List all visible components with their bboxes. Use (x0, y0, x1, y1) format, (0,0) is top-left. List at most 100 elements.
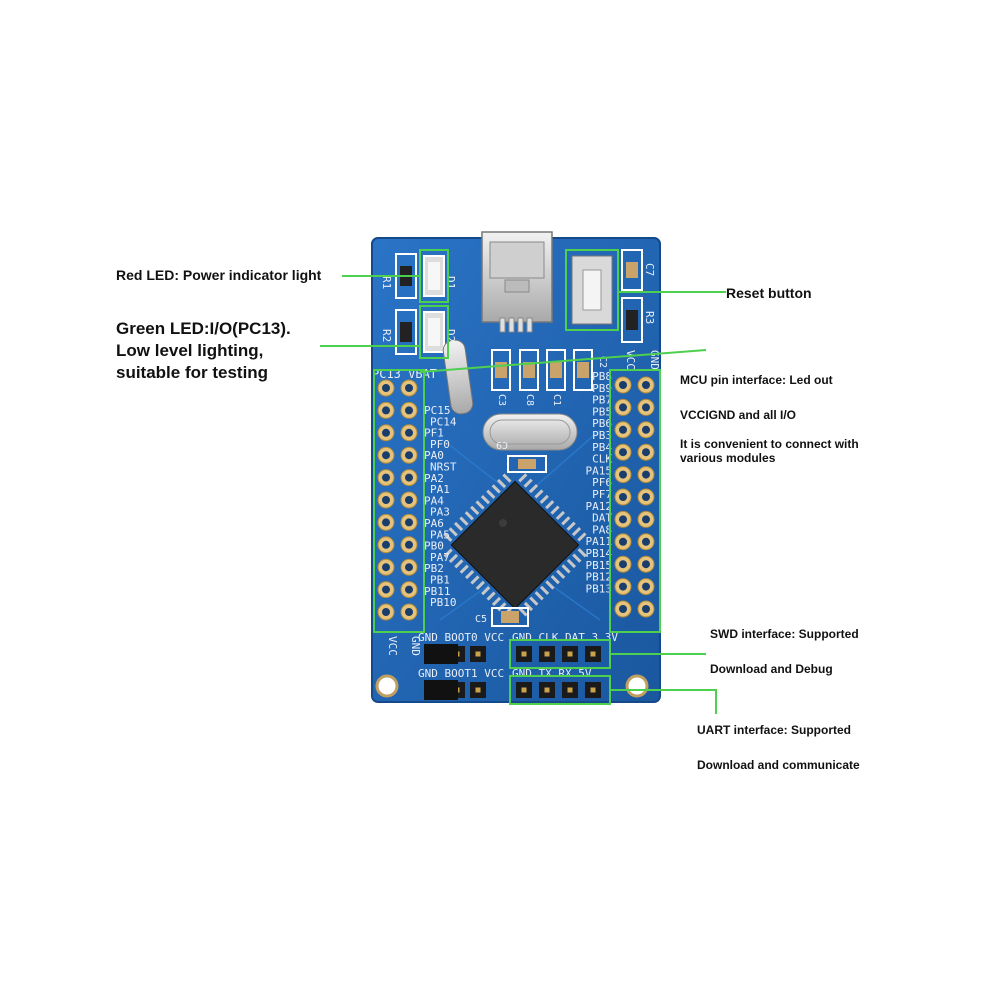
silk-pin-label: PA12 (586, 500, 613, 513)
header-pin (614, 555, 632, 573)
header-pin (614, 578, 632, 596)
header-pin (377, 558, 395, 576)
silk-r2: R2 (380, 329, 393, 342)
silk-pin-label: PB15 (586, 559, 613, 572)
crystal-hse (482, 413, 578, 451)
silk-pin-label: PB1 (430, 574, 450, 587)
header-pin (377, 469, 395, 487)
header-pin (377, 603, 395, 621)
silk-c5: C5 (475, 614, 487, 625)
annotation-green-led-3: suitable for testing (116, 363, 269, 382)
header-pin (637, 398, 655, 416)
silk-pin-label: PB13 (586, 582, 613, 595)
header-pin (377, 401, 395, 419)
header-pin (614, 600, 632, 618)
annotation-swd-2: Download and Debug (710, 662, 833, 676)
header-pin (400, 558, 418, 576)
silk-pin-label: PA7 (430, 551, 450, 564)
header-pin (637, 466, 655, 484)
resistor-r2 (395, 309, 417, 355)
led-d2 (423, 311, 445, 353)
right-pin-header (614, 376, 655, 618)
silk-pin-label: PA1 (430, 483, 450, 496)
leader-uart (610, 689, 717, 714)
header-pin (516, 646, 532, 662)
silk-pin-label: PA4 (424, 494, 444, 507)
header-pin (637, 443, 655, 461)
jumper-cap (424, 644, 458, 664)
reset-button (571, 255, 613, 325)
silk-pin-label: PC14 (430, 415, 457, 428)
silk-pin-label: PB14 (586, 547, 613, 560)
usb-connector (481, 231, 553, 333)
header-pin (637, 533, 655, 551)
silk-pin-label: PA6 (424, 517, 444, 530)
silk-vcc-l: VCC (386, 636, 399, 656)
annotation-mcu-4: various modules (680, 451, 776, 465)
header-pin (400, 469, 418, 487)
header-pin (470, 646, 486, 662)
mounting-hole (625, 674, 649, 698)
header-pin (377, 424, 395, 442)
header-pin (377, 379, 395, 397)
silk-r1: R1 (380, 276, 393, 289)
silk-pin-label: PC15 (424, 404, 451, 417)
silk-c3: C3 (496, 394, 507, 406)
silk-pin-label: PB7 (592, 394, 612, 407)
silk-pin-label: PB3 (592, 429, 612, 442)
header-pin (562, 682, 578, 698)
annotation-reset: Reset button (726, 285, 812, 301)
header-pin (539, 646, 555, 662)
header-pin (637, 555, 655, 573)
silk-c1: C1 (551, 394, 562, 406)
header-pin (637, 578, 655, 596)
silk-c2: C2 (597, 356, 608, 368)
highlight-d2 (419, 305, 449, 359)
header-pin (400, 446, 418, 464)
header-pin (637, 600, 655, 618)
header-pin (470, 682, 486, 698)
annotation-swd-1: SWD interface: Supported (710, 627, 859, 641)
silk-swd: GND CLK DAT 3.3V (512, 631, 618, 644)
header-pin (400, 581, 418, 599)
silk-pin-label: PA15 (586, 464, 613, 477)
silk-pin-label: PF6 (592, 476, 612, 489)
header-pin (400, 401, 418, 419)
header-pin (377, 446, 395, 464)
header-pin (400, 424, 418, 442)
header-pin (585, 646, 601, 662)
annotation-mcu-2: VCCIGND and all I/O (680, 408, 797, 422)
silk-c9: C9 (496, 439, 508, 450)
header-pin (539, 682, 555, 698)
silk-pin-label: PA11 (586, 535, 613, 548)
silk-pin-label: PB8 (592, 370, 612, 383)
silk-c8: C8 (524, 394, 535, 406)
capacitor-c7 (621, 249, 643, 291)
silk-pin-label: PB11 (424, 585, 451, 598)
jumper-cap (424, 680, 458, 700)
left-pin-header (377, 379, 418, 621)
header-pin (614, 533, 632, 551)
silk-pin-label: PB2 (424, 562, 444, 575)
annotation-uart-1: UART interface: Supported (697, 723, 852, 737)
bottom-headers (424, 644, 601, 700)
silk-pin-label: PF1 (424, 427, 444, 440)
highlight-right-header (609, 369, 661, 633)
silk-pin-label: PA0 (424, 449, 444, 462)
header-pin (614, 488, 632, 506)
header-pin (377, 513, 395, 531)
annotation-green-led-2: Low level lighting, (116, 341, 264, 360)
highlight-reset (565, 249, 619, 331)
silk-pin-label: PA5 (430, 528, 450, 541)
header-pin (400, 603, 418, 621)
header-pin (585, 682, 601, 698)
silk-pin-label: PB6 (592, 417, 612, 430)
silk-pin-label: CLK (592, 453, 612, 466)
silk-pin-label: PA2 (424, 472, 444, 485)
header-pin (614, 510, 632, 528)
header-pin (377, 491, 395, 509)
header-pin (614, 466, 632, 484)
silk-pin-label: PB12 (586, 571, 613, 584)
highlight-left-header (373, 369, 425, 633)
